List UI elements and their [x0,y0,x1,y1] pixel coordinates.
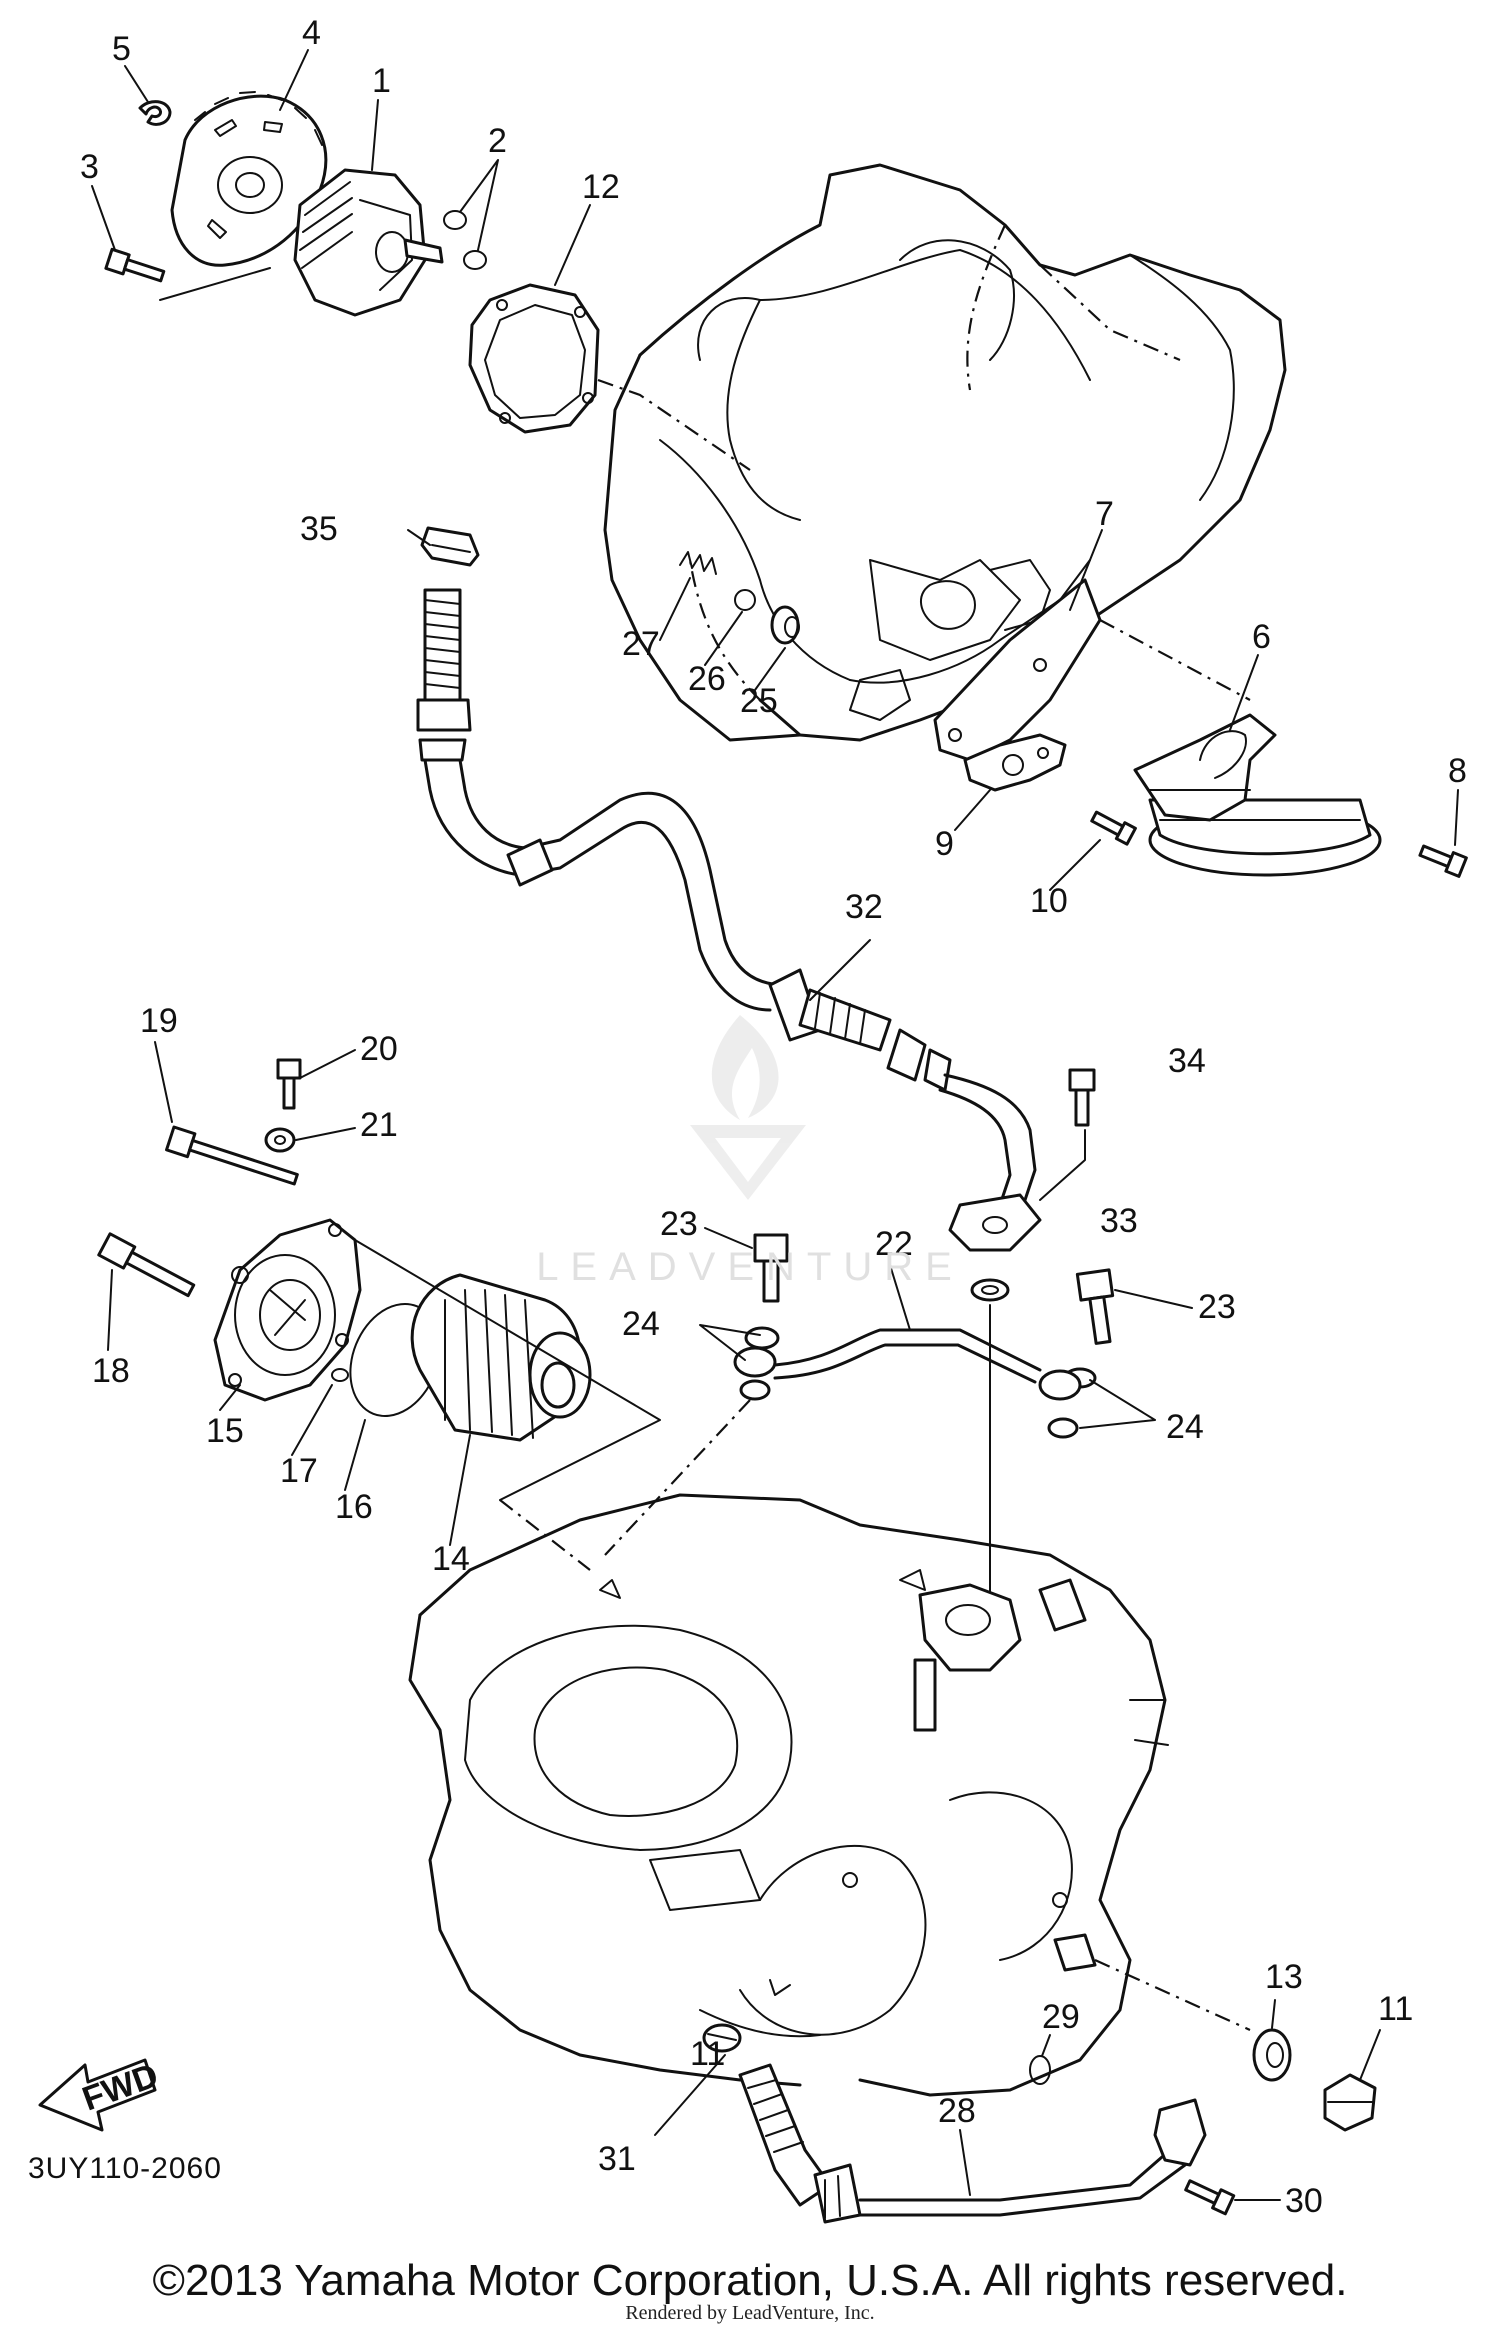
washer-13 [1252,2028,1292,2082]
part-25-collar [770,605,800,645]
plug-11 [1323,2073,1377,2132]
callout-35: 35 [300,510,338,548]
leader-32 [809,939,871,1001]
leader-11 [1359,2029,1381,2081]
bolt-30 [1184,2179,1236,2216]
callout-24-right: 24 [1166,1408,1204,1446]
svg-text:FWD: FWD [77,2056,163,2118]
callout-31: 31 [598,2140,636,2178]
diagram-code: 3UY110-2060 [28,2152,222,2185]
leader-12-crankcase [597,378,751,471]
rendered-by-notice: Rendered by LeadVenture, Inc. [625,2302,875,2324]
callout-20: 20 [360,1030,398,1068]
part-35-clamp [420,526,480,567]
callout-leaders [91,49,1459,2201]
callout-14: 14 [432,1540,470,1578]
part-26-o-ring [734,589,756,611]
callout-10: 10 [1030,882,1068,920]
part-3-bolt [104,247,166,283]
part-6-oil-strainer [1133,713,1382,877]
bolt-20 [276,1058,302,1110]
bolt-23-right [1075,1268,1115,1345]
leader-filter-frame [354,1239,661,1501]
callout-4: 4 [302,14,321,52]
callout-28: 28 [938,2092,976,2130]
bolt-8 [1418,844,1468,878]
upper-crankcase [603,163,1287,742]
bolt-10 [1090,810,1137,846]
callout-27: 27 [622,625,660,663]
callout-29: 29 [1042,1998,1080,2036]
callout-1: 1 [372,62,391,100]
clamp-31 [702,2023,742,2053]
callout-3: 3 [80,148,99,186]
callout-11-hose: 11 [690,2035,725,2073]
part-17-o-ring [331,1368,349,1382]
washer-33 [970,1278,1010,1302]
callout-33: 33 [1100,1202,1138,1240]
part-22-delivery-pipe [733,1328,1082,1401]
part-9-plate [963,733,1067,792]
part-27-spring [679,551,717,575]
leader-3-1 [159,267,271,301]
forward-arrow: FWD [38,2056,163,2132]
washer-21 [264,1127,296,1153]
hose-28 [738,2063,1207,2224]
callout-30: 30 [1285,2182,1323,2220]
o-ring-29 [1029,2055,1051,2085]
callout-25: 25 [740,682,778,720]
callout-7: 7 [1095,495,1114,533]
leader-13-case [1094,1958,1251,2032]
copyright-notice: ©2013 Yamaha Motor Corporation, U.S.A. A… [152,2256,1348,2305]
callout-34: 34 [1168,1042,1206,1080]
callout-23-left: 23 [660,1205,698,1243]
bolt-18 [97,1232,196,1298]
part-1-oil-pump [293,168,444,317]
leader-31 [654,2054,726,2136]
bolt-19 [165,1125,299,1186]
callout-24-left: 24 [622,1305,660,1343]
part-32-oil-pipe [416,588,1042,1252]
callout-9: 9 [935,825,954,863]
watermark-logo [690,1015,806,1200]
leader-34 [1039,1129,1086,1201]
part-7-bracket [933,578,1251,762]
callout-15: 15 [206,1412,244,1450]
callout-17: 17 [280,1452,318,1490]
callout-labels: 1 2 3 4 5 6 7 8 9 10 11 11 12 13 14 15 1… [80,14,1467,2220]
callout-21: 21 [360,1106,398,1144]
lower-crankcase [408,1493,1169,2097]
part-15-filter-cover [213,1218,362,1402]
part-5-circlip [138,100,172,126]
part-12-gasket [468,283,600,434]
callout-6: 6 [1252,618,1271,656]
callout-22: 22 [875,1225,913,1263]
leader-24-right [1079,1379,1156,1429]
callout-11-plug: 11 [1378,1990,1413,2028]
part-4-gear [170,91,328,267]
callout-12: 12 [582,168,620,206]
leader-24-left [699,1324,761,1361]
callout-26: 26 [688,660,726,698]
leader-28 [959,2129,971,2196]
leader-22-case [604,1399,751,1556]
callout-16: 16 [335,1488,373,1526]
part-14-oil-filter [410,1273,592,1442]
callout-18: 18 [92,1352,130,1390]
bolt-34 [1068,1068,1096,1127]
callout-19: 19 [140,1002,178,1040]
callout-5: 5 [112,30,131,68]
callout-32: 32 [845,888,883,926]
callout-2: 2 [488,122,507,160]
callout-23-right: 23 [1198,1288,1236,1326]
callout-8: 8 [1448,752,1467,790]
part-2-o-rings [443,210,487,270]
callout-13: 13 [1265,1958,1303,1996]
watermark-text: LEADVENTURE [536,1245,964,1289]
bolt-23-left [753,1233,789,1303]
